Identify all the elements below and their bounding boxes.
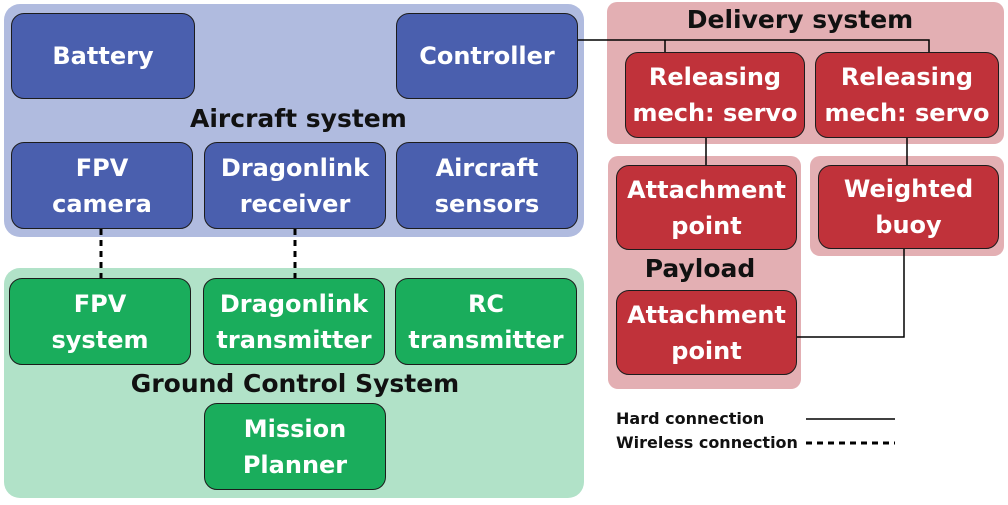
mission-planner-node: Mission Planner xyxy=(204,403,386,490)
hard-connection-buoy-attachment xyxy=(797,249,905,338)
dragonlink-receiver-node: Dragonlink receiver xyxy=(204,142,386,229)
aircraft-system-title: Aircraft system xyxy=(190,104,407,133)
dragonlink-transmitter-node: Dragonlink transmitter xyxy=(203,278,385,365)
attachment-point-1-node: Attachment point xyxy=(616,165,797,250)
delivery-system-title: Delivery system xyxy=(686,5,914,34)
releasing-mech-servo-2-node: Releasing mech: servo xyxy=(815,52,999,138)
weighted-buoy-node: Weighted buoy xyxy=(818,165,999,249)
controller-node: Controller xyxy=(396,13,578,99)
fpv-camera-node: FPV camera xyxy=(11,142,193,229)
ground-control-system-title: Ground Control System xyxy=(130,369,460,398)
attachment-point-2-node: Attachment point xyxy=(616,290,797,375)
legend-hard-connection-label: Hard connection xyxy=(616,409,765,428)
rc-transmitter-node: RC transmitter xyxy=(395,278,577,365)
payload-title: Payload xyxy=(644,254,756,283)
battery-node: Battery xyxy=(11,13,195,99)
releasing-mech-servo-1-node: Releasing mech: servo xyxy=(625,52,805,138)
legend-wireless-connection-label: Wireless connection xyxy=(616,433,798,452)
fpv-system-node: FPV system xyxy=(9,278,191,365)
aircraft-sensors-node: Aircraft sensors xyxy=(396,142,578,229)
